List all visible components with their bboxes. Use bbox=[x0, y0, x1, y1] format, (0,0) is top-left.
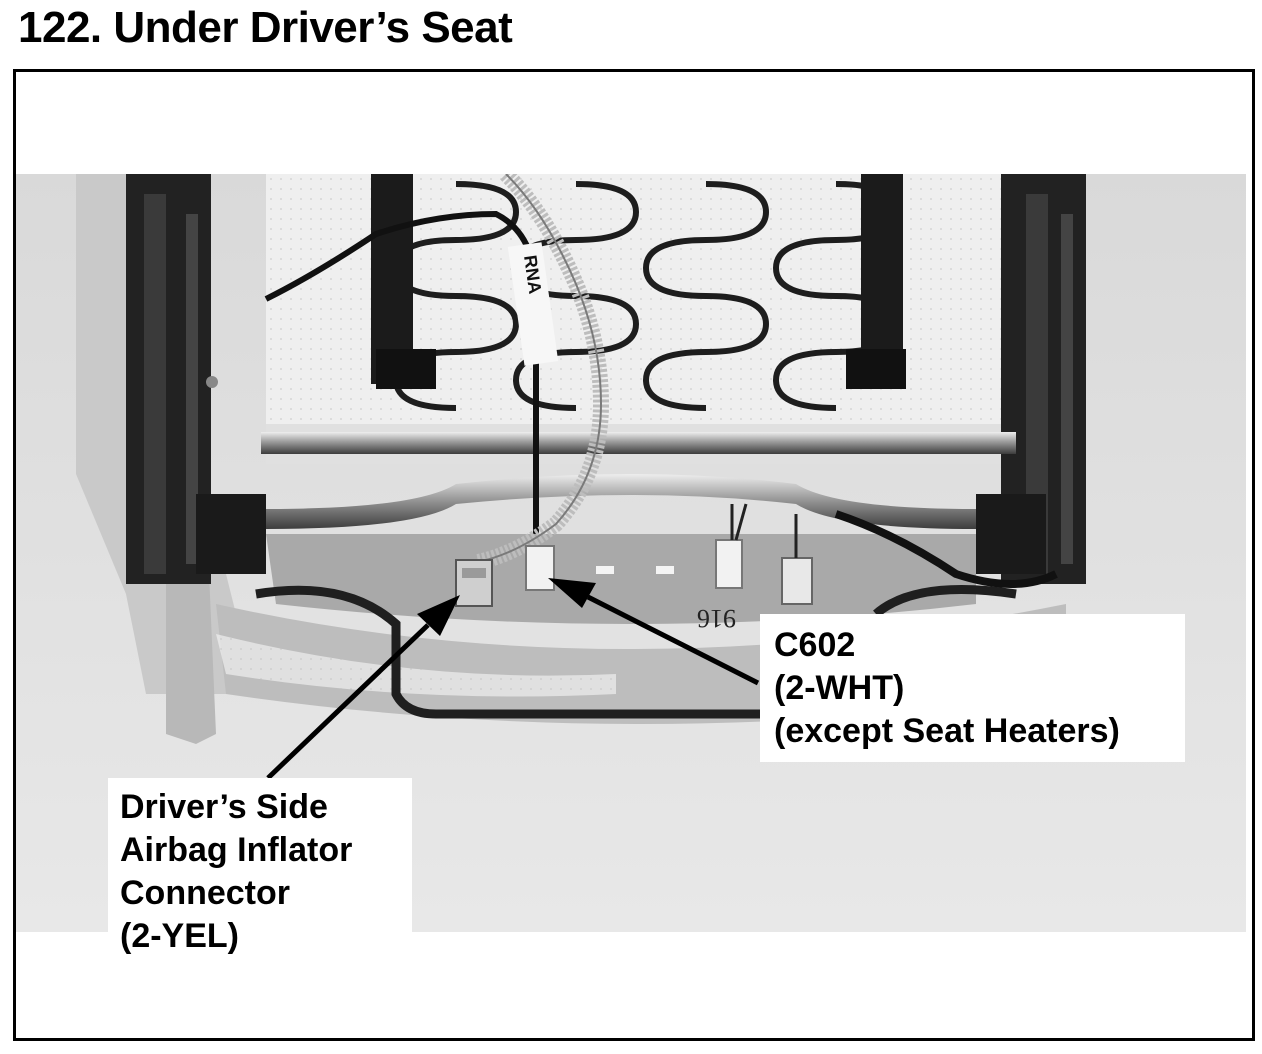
callout-c602-line: (2-WHT) bbox=[774, 669, 905, 707]
callout-c602-line: (except Seat Heaters) bbox=[774, 712, 1120, 750]
callout-airbag-connector: Driver’s Side Airbag Inflator Connector … bbox=[108, 778, 412, 963]
callout-airbag-line: Connector bbox=[120, 874, 290, 912]
callout-c602: C602 (2-WHT) (except Seat Heaters) bbox=[760, 614, 1185, 762]
callout-airbag-line: Airbag Inflator bbox=[120, 831, 353, 869]
callout-airbag-line: (2-YEL) bbox=[120, 917, 239, 955]
callout-c602-line: C602 bbox=[774, 626, 856, 664]
callout-airbag-line: Driver’s Side bbox=[120, 788, 328, 826]
plate-handwriting: 916 bbox=[697, 604, 736, 633]
page-title: 122. Under Driver’s Seat bbox=[18, 3, 513, 52]
